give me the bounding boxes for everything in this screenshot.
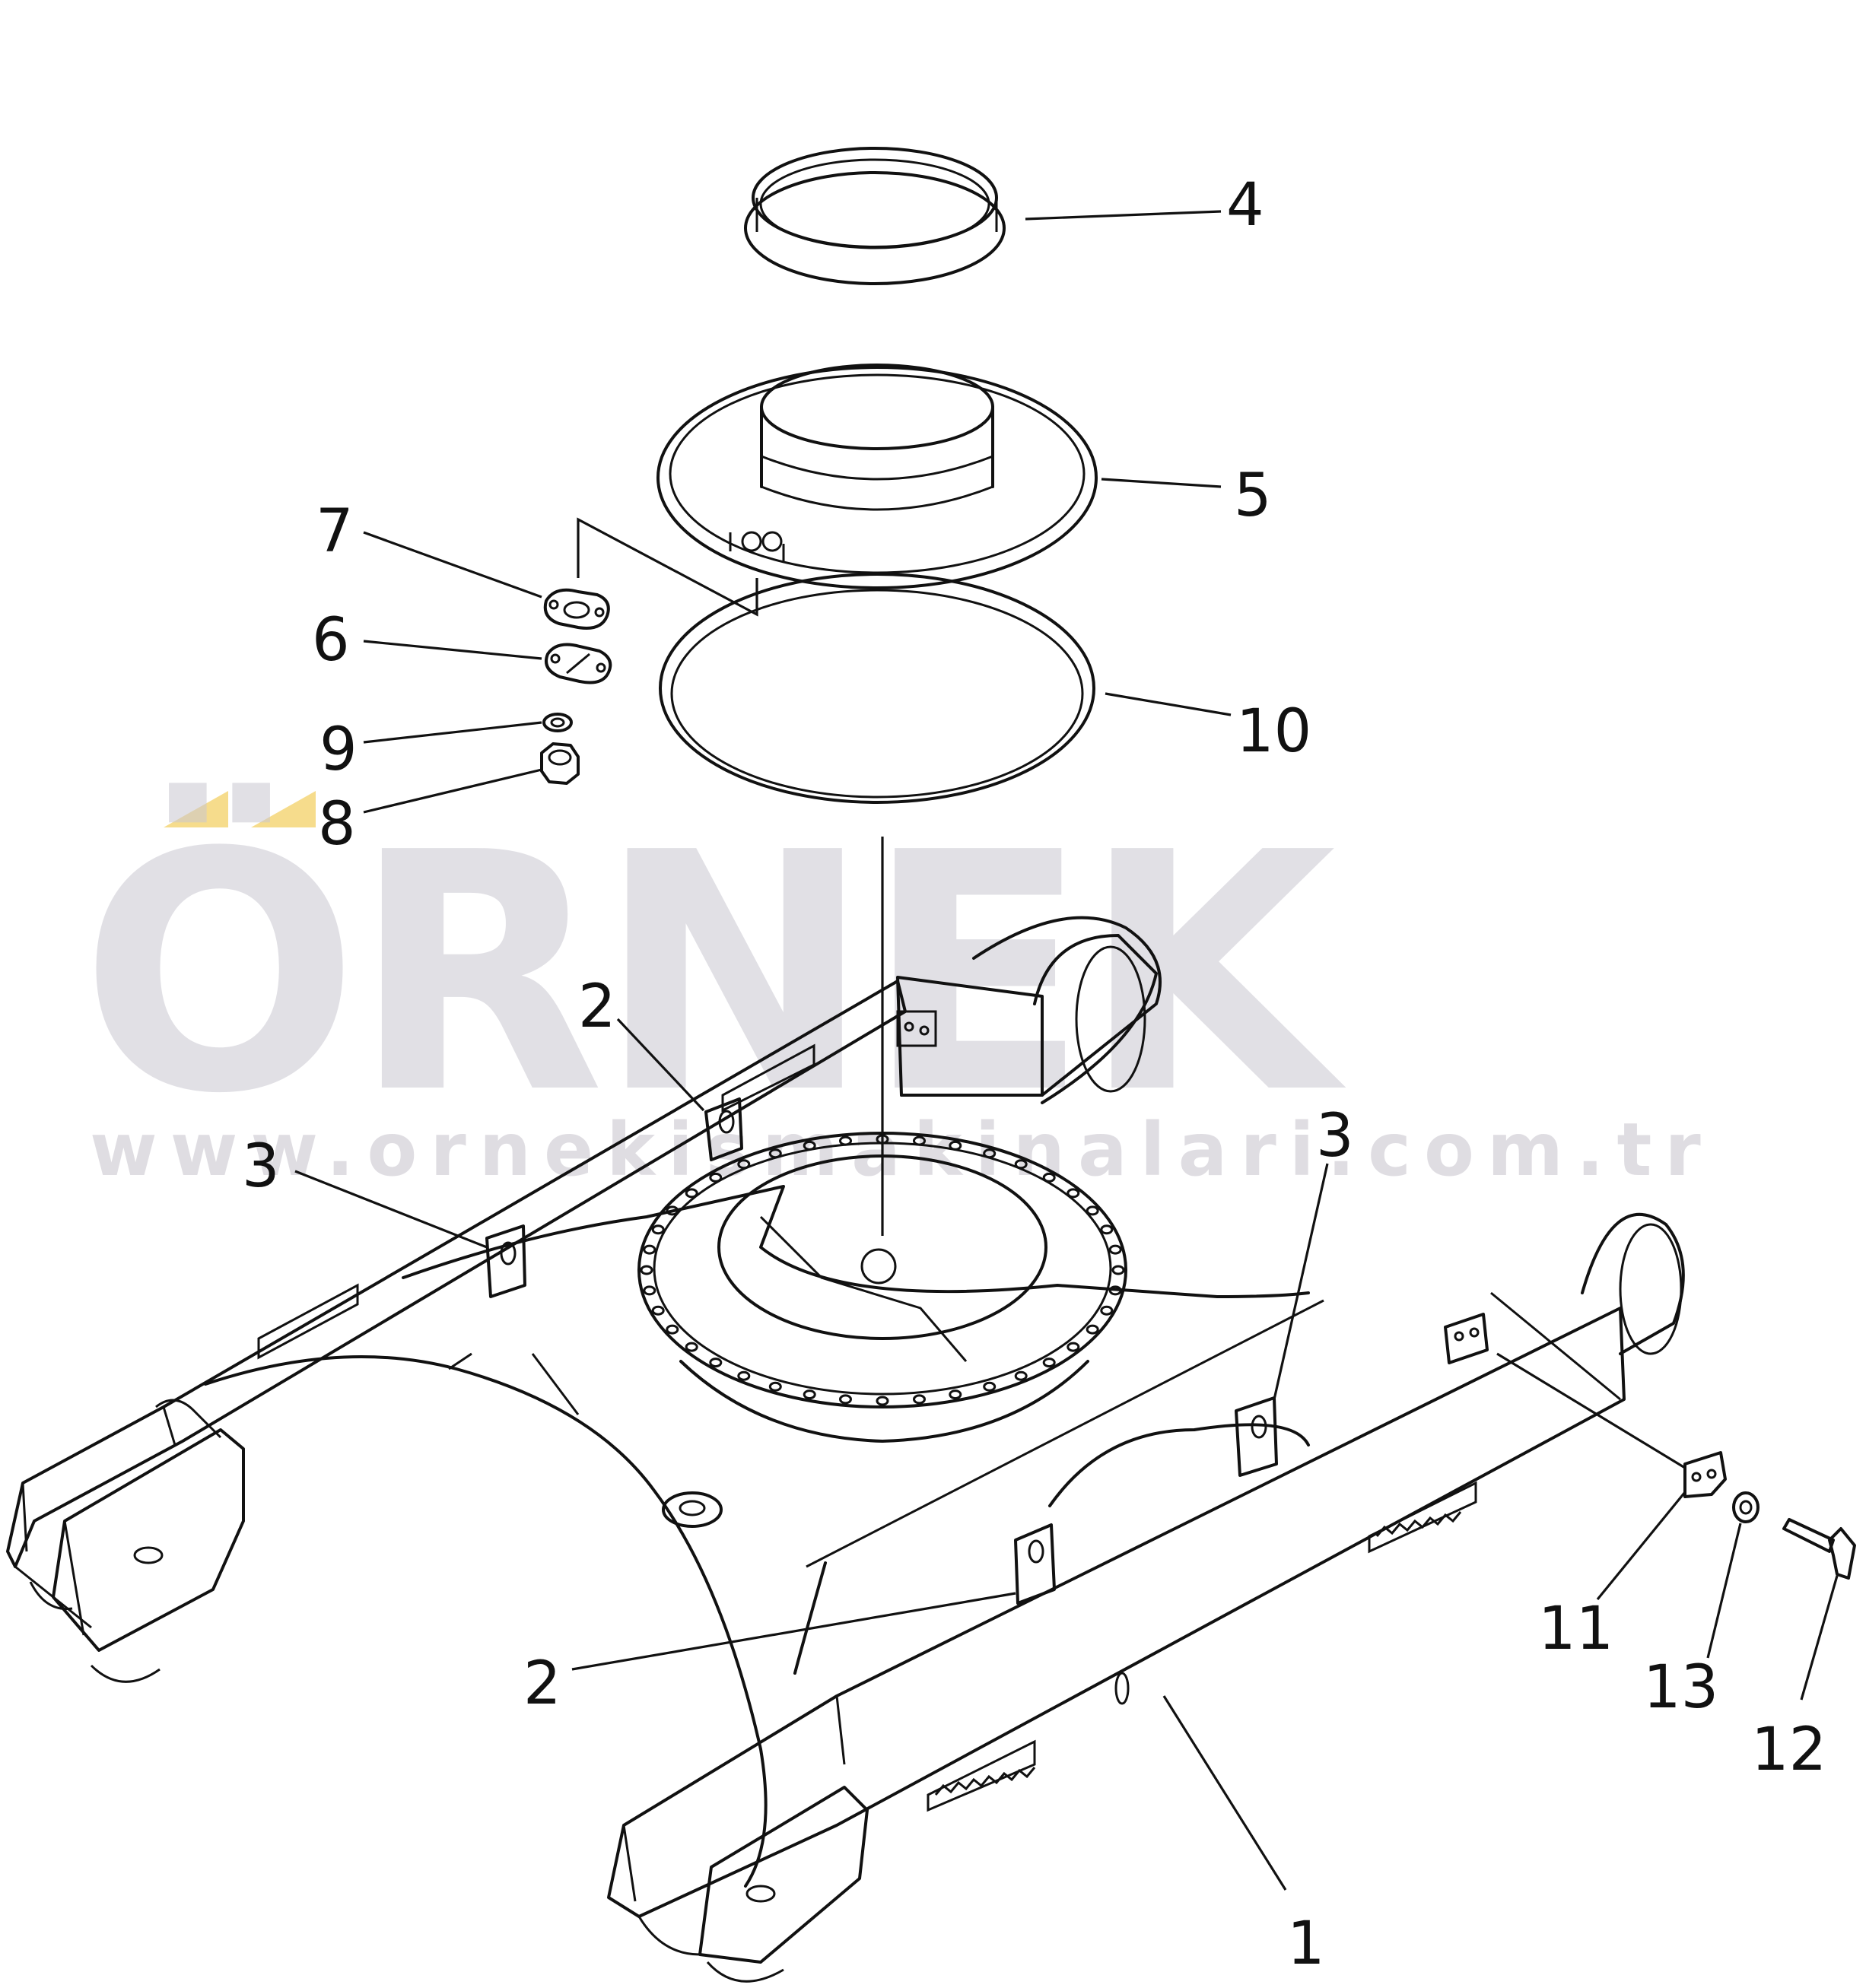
bolt-hole [983,1381,997,1392]
callout-10: 10 [1236,697,1311,766]
ring-part-10 [659,573,1095,804]
callout-2-lower: 2 [523,1650,561,1718]
flanged-ring-part-5 [656,364,1098,589]
bolt-hole [949,1140,962,1151]
bolt-hole [1042,1358,1056,1368]
bracket-part-3-right [1235,1396,1278,1477]
watermark-accent-mark [251,791,316,827]
plate-part-11 [1444,1313,1727,1498]
bolt-hole [839,1135,852,1146]
bolt-hole [913,1394,926,1405]
bolt-hole [1111,1265,1125,1275]
bolt-hole [949,1389,962,1400]
bracket-part-2-lower [1014,1523,1056,1605]
callout-2-upper: 2 [578,973,616,1041]
nut-part-8 [540,742,580,785]
bolt-hole [1042,1172,1056,1183]
callout-5: 5 [1234,462,1272,530]
bolt-hole [643,1244,656,1255]
bolt-hole [1014,1159,1028,1170]
bolt-hole [1067,1188,1080,1199]
bolt-hole [876,1396,889,1406]
bolt-hole [709,1358,723,1368]
callout-1: 1 [1287,1910,1325,1978]
cover-plate-part-6 [545,643,612,684]
swing-circle-bolt-holes [640,1134,1125,1406]
ring-part-4 [744,147,1006,285]
bolt-hole [1086,1205,1099,1216]
callout-11: 11 [1538,1595,1613,1663]
callout-labels: 4 5 7 6 10 9 8 2 3 3 2 11 13 12 1 [242,171,1826,1978]
callout-3-right: 3 [1316,1102,1354,1170]
upper-frame-section [896,916,1162,1104]
bolt-hole [685,1188,698,1199]
bolt-hole [839,1394,852,1405]
leader-lines [294,210,1839,1891]
bolt-hole [1100,1305,1114,1316]
callout-9: 9 [319,716,358,784]
bolt-hole [1014,1370,1028,1381]
callout-6: 6 [312,606,350,675]
bolt-part-12 [1782,1518,1856,1580]
bolt-hole [876,1134,889,1145]
bolt-hole [1100,1224,1114,1235]
bolt-hole [983,1148,997,1159]
bolt-hole [643,1285,656,1296]
bolt-hole [803,1389,816,1400]
bolt-hole [803,1140,816,1151]
washer-part-13 [1732,1491,1760,1523]
bolt-hole [768,1148,782,1159]
bolt-hole [651,1224,665,1235]
bolt-hole [709,1172,723,1183]
washer-part-9 [542,713,573,732]
flange-plate-part-7 [543,588,610,630]
bolt-hole [1108,1285,1122,1296]
watermark-accent-mark [164,791,228,827]
callout-4: 4 [1226,171,1264,240]
bolt-hole [666,1324,679,1335]
callout-3-left: 3 [242,1132,280,1201]
bolt-hole [768,1381,782,1392]
bracket-part-2-upper [704,1097,743,1161]
bolt-hole [685,1342,698,1352]
callout-12: 12 [1751,1716,1826,1784]
bolt-hole [640,1265,653,1275]
bolt-hole [1108,1244,1122,1255]
bolt-hole [1086,1324,1099,1335]
bolt-hole [1067,1342,1080,1352]
bolt-hole [737,1159,751,1170]
assembly-bracket-line [577,517,758,617]
callout-7: 7 [316,497,354,566]
watermark-url: www.ornekismakinalari.com.tr [90,1107,1714,1192]
watermark: ÖRNEK www.ornekismakinalari.com.tr [80,780,1714,1192]
bolt-hole [737,1370,751,1381]
bolt-hole [913,1135,926,1146]
bolt-hole [651,1305,665,1316]
bolt-hole [666,1205,679,1216]
callout-8: 8 [318,790,356,859]
callout-13: 13 [1643,1653,1718,1722]
bracket-part-3-left [485,1224,526,1298]
watermark-brand: ÖRNEK [80,780,1349,1165]
